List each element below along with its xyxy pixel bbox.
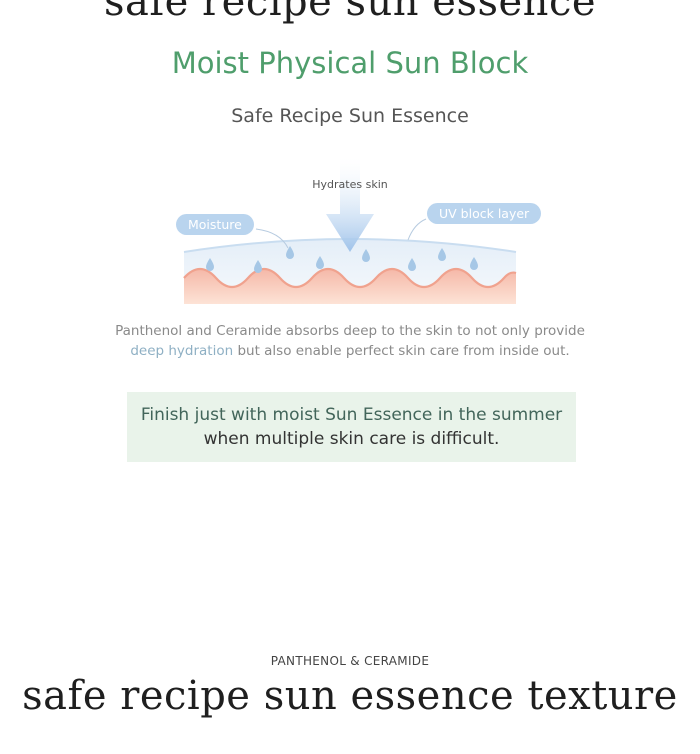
headline: Moist Physical Sun Block <box>171 46 529 80</box>
hydrates-skin-label: Hydrates skin <box>312 178 388 191</box>
description-line-2: deep hydration but also enable perfect s… <box>0 342 700 362</box>
moisture-pill: Moisture <box>176 214 254 235</box>
skin-waves <box>184 269 516 304</box>
callout-line-1: Finish just with moist Sun Essence in th… <box>140 405 563 425</box>
skin-diagram: Hydrates skin Moisture UV block layer <box>176 156 542 310</box>
description: Panthenol and Ceramide absorbs deep to t… <box>0 322 700 361</box>
uv-block-pill: UV block layer <box>427 203 542 224</box>
skin-layer-illustration <box>183 158 517 304</box>
description-line-2-rest: but also enable perfect skin care from i… <box>233 342 570 359</box>
top-title: safe recipe sun essence <box>103 0 597 25</box>
water-drop-icons <box>206 246 478 273</box>
description-highlight: deep hydration <box>130 342 234 359</box>
subtitle: Safe Recipe Sun Essence <box>231 105 469 127</box>
callout-box: Finish just with moist Sun Essence in th… <box>127 392 576 462</box>
section-title: safe recipe sun essence texture <box>22 673 678 719</box>
down-arrow-icon <box>326 158 374 252</box>
description-line-1: Panthenol and Ceramide absorbs deep to t… <box>115 323 585 339</box>
section-eyebrow: PANTHENOL & CERAMIDE <box>270 654 430 668</box>
callout-line-2: when multiple skin care is difficult. <box>203 429 500 449</box>
